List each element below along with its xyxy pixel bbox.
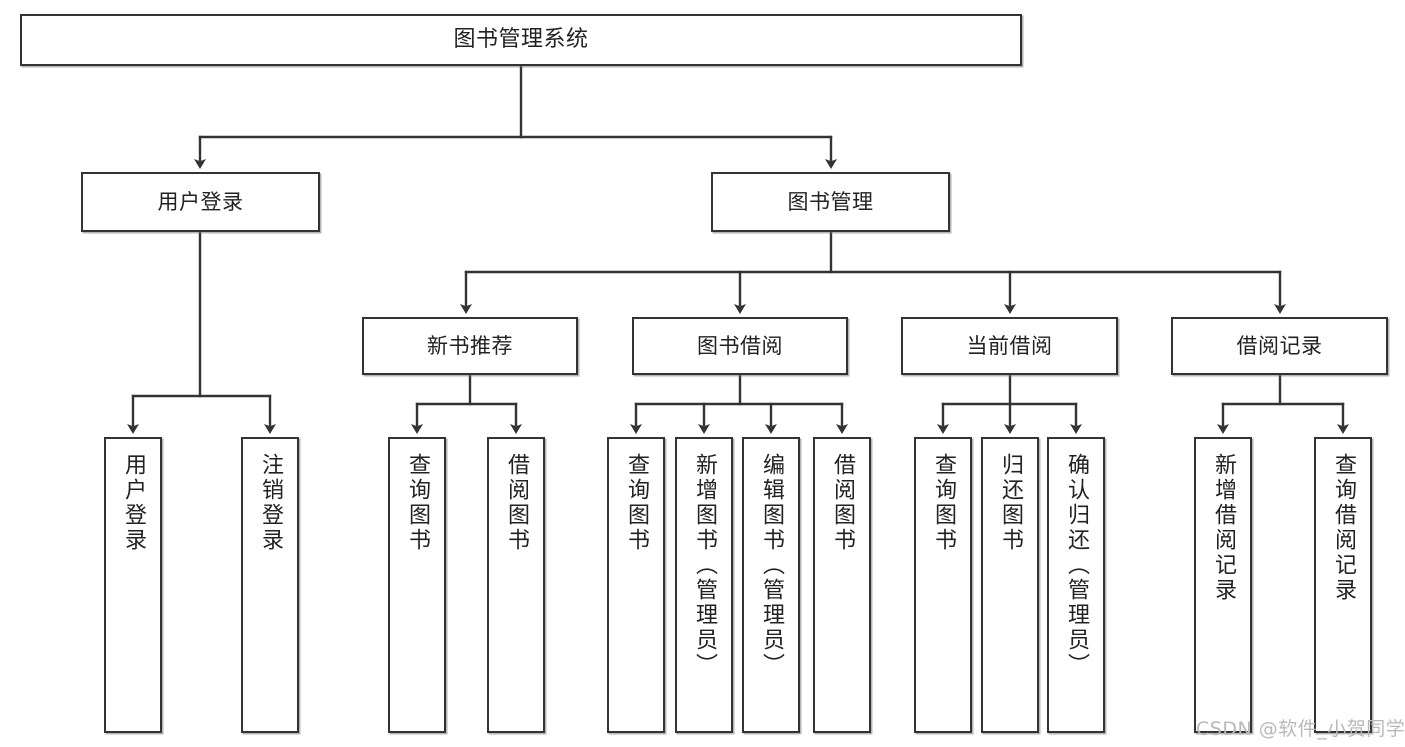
node-label: 借阅图书 [504, 453, 529, 553]
leaf-borrow-edit-book-admin[interactable]: 编辑图书（管理员） [742, 437, 800, 733]
leaf-current-confirm-return-admin[interactable]: 确认归还（管理员） [1047, 437, 1105, 733]
leaf-borrow-add-book-admin[interactable]: 新增图书（管理员） [675, 437, 733, 733]
node-label: 确认归还（管理员） [1064, 453, 1089, 678]
leaf-recommend-borrow-book[interactable]: 借阅图书 [487, 437, 545, 733]
node-label: 借阅图书 [830, 453, 855, 553]
node-label: 用户登录 [121, 453, 146, 553]
leaf-recommend-query-book[interactable]: 查询图书 [388, 437, 446, 733]
csdn-watermark: CSDN @软件_小贺同学 [1196, 718, 1405, 740]
node-label: 图书管理 [787, 189, 874, 214]
node-borrow-record[interactable]: 借阅记录 [1171, 317, 1388, 375]
node-label: 归还图书 [998, 453, 1023, 553]
node-label: 用户登录 [157, 189, 244, 214]
node-label: 查询图书 [405, 453, 430, 553]
node-current-borrow[interactable]: 当前借阅 [901, 317, 1118, 375]
leaf-user-login[interactable]: 用户登录 [104, 437, 162, 733]
node-label: 编辑图书（管理员） [759, 453, 784, 678]
node-new-book-recommend[interactable]: 新书推荐 [362, 317, 578, 375]
leaf-user-logout[interactable]: 注销登录 [241, 437, 299, 733]
leaf-borrow-query-book[interactable]: 查询图书 [607, 437, 665, 733]
leaf-record-query-record[interactable]: 查询借阅记录 [1314, 437, 1372, 733]
node-label: 查询借阅记录 [1331, 453, 1356, 603]
leaf-current-query-book[interactable]: 查询图书 [914, 437, 972, 733]
leaf-borrow-borrow-book[interactable]: 借阅图书 [813, 437, 871, 733]
node-label: 查询图书 [624, 453, 649, 553]
node-label: 新增借阅记录 [1211, 453, 1236, 603]
node-book-management[interactable]: 图书管理 [711, 172, 950, 232]
node-label: 查询图书 [931, 453, 956, 553]
node-label: 图书借阅 [697, 333, 783, 358]
node-label: 图书管理系统 [453, 27, 589, 53]
node-label: 当前借阅 [966, 333, 1053, 358]
node-book-borrow[interactable]: 图书借阅 [632, 317, 848, 375]
node-user-login[interactable]: 用户登录 [81, 172, 320, 232]
node-label: 借阅记录 [1236, 333, 1323, 358]
node-label: 新增图书（管理员） [692, 453, 717, 678]
node-label: 注销登录 [258, 453, 283, 553]
leaf-current-return-book[interactable]: 归还图书 [981, 437, 1039, 733]
node-label: 新书推荐 [427, 333, 513, 358]
leaf-record-add-record[interactable]: 新增借阅记录 [1194, 437, 1252, 733]
node-root-system[interactable]: 图书管理系统 [20, 14, 1022, 66]
